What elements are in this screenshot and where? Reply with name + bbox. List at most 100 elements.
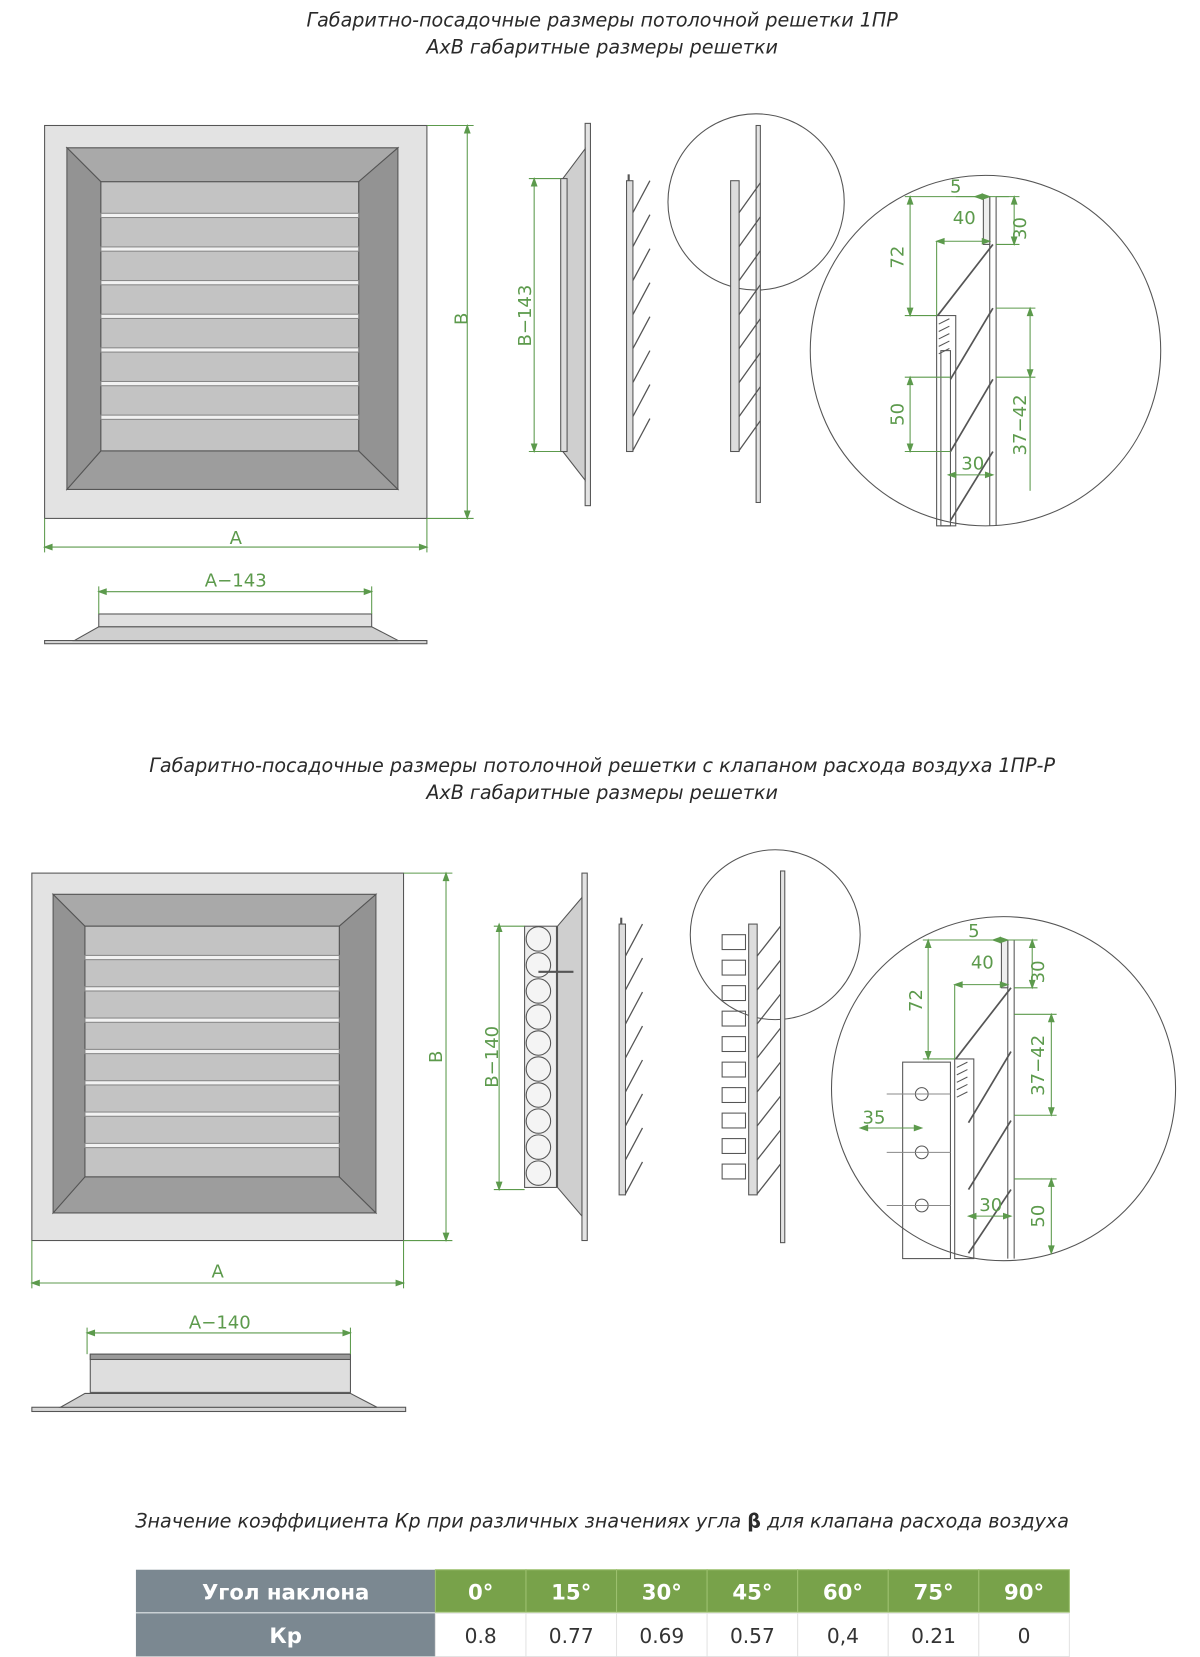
louver-blade <box>624 1093 644 1127</box>
table-header-kp-cell <box>135 1613 436 1657</box>
damper-blade-circle <box>525 978 552 1004</box>
detail-dim-50: 50 <box>888 403 909 426</box>
dimension-arrow <box>530 177 538 187</box>
table-angle-value: 15° <box>551 1580 591 1605</box>
louver-slat-edge <box>100 212 360 219</box>
louver-slat-edge <box>84 954 340 961</box>
side-view-flange <box>584 122 591 507</box>
damper-blade-circle <box>525 926 552 952</box>
detail2-spring-coil <box>956 1061 968 1068</box>
dim-label-b-minus: B−143 <box>515 285 536 347</box>
table-angle-value: 30° <box>642 1580 682 1605</box>
detail-circle <box>809 174 1162 527</box>
detail2-small-bar <box>748 923 758 1196</box>
detail2-damper-blade <box>721 1010 747 1027</box>
louver-blade <box>738 318 761 349</box>
dimension-arrow <box>463 123 471 134</box>
detail-circle <box>689 849 861 1021</box>
detail2-dim-72: 72 <box>906 989 927 1012</box>
detail-louver-blade <box>949 451 994 521</box>
side-view-box <box>560 178 568 453</box>
dimension-arrow <box>1026 306 1034 317</box>
dimension-arrow <box>30 1279 40 1287</box>
detail2-dim-40: 40 <box>971 953 994 974</box>
louver-blade <box>756 1163 782 1195</box>
section1-title: Габаритно-посадочные размеры потолочной … <box>306 9 898 32</box>
dimension-arrow <box>1047 1107 1055 1117</box>
bottom-view-bevel <box>72 626 399 642</box>
louver-blade <box>632 214 651 247</box>
dim-label-a-2: A <box>212 1262 225 1283</box>
detail2-dim-50: 50 <box>1028 1205 1049 1228</box>
detail2-spring-coil <box>956 1083 968 1091</box>
grille-bevel-right <box>338 893 377 1215</box>
louver-profile-bar <box>618 923 627 1196</box>
louver-blade <box>632 282 651 315</box>
dimension-arrow <box>984 471 995 479</box>
detail2-damper-blade <box>721 1138 747 1154</box>
table-angle-value: 75° <box>913 1580 953 1605</box>
dimension-arrow <box>924 1050 932 1061</box>
louver-blade <box>632 248 651 281</box>
table-header-angle-cell <box>135 1569 436 1613</box>
detail2-dim-37-42: 37−42 <box>1028 1035 1049 1096</box>
detail-spring-coil <box>938 340 950 347</box>
detail-dim-72: 72 <box>888 246 909 269</box>
detail2-top-flange <box>1000 939 1009 989</box>
dimension-arrow <box>953 981 963 989</box>
louver-blade <box>632 418 651 451</box>
table-angle-cell <box>525 1569 618 1613</box>
table-kp-value: 0.77 <box>549 1624 594 1648</box>
detail2-box-column <box>954 1058 975 1260</box>
detail2-damper-blade <box>721 934 747 951</box>
damper-blade-circle <box>525 1160 552 1186</box>
damper-blade-circle <box>525 1134 552 1160</box>
table-label-angle: Угол наклона <box>202 1580 369 1605</box>
grille-bevel-left <box>52 893 86 1215</box>
grille-bevel-bottom <box>65 450 400 490</box>
dimension-arrow <box>342 1329 353 1337</box>
grille-bevel-top <box>65 147 400 183</box>
grille-bevel-left <box>66 146 102 491</box>
louver-blade <box>756 1027 782 1059</box>
louver-blade <box>738 216 761 247</box>
louver-blade <box>756 1061 782 1093</box>
dimension-arrow <box>999 981 1010 989</box>
detail2-damper-blade <box>721 1061 747 1078</box>
detail2-louver-blade <box>967 1051 1012 1124</box>
table-kp-cell <box>706 1612 799 1657</box>
louver-blade <box>756 1129 782 1161</box>
louver-blade <box>624 1025 644 1059</box>
dimension-arrow <box>906 375 914 386</box>
detail-spring-coil <box>938 333 950 340</box>
detail-dim-5: 5 <box>950 176 961 197</box>
dimension-arrow <box>981 237 992 245</box>
damper-blade-circle <box>525 1030 552 1056</box>
dimension-arrow <box>463 510 471 520</box>
table-angle-cell <box>434 1569 527 1613</box>
louver-blade <box>624 991 644 1025</box>
dimension-arrow <box>1028 938 1036 948</box>
louver-slat-edge <box>84 1111 340 1117</box>
detail-spring-coil <box>938 318 950 325</box>
louver-slat-edge <box>84 1017 340 1023</box>
section2-subtitle: AxB габаритные размеры решетки <box>424 781 778 804</box>
detail2-louver-blade <box>967 1189 1012 1254</box>
detail2-damper-blade <box>721 1036 747 1053</box>
detail-small-bar <box>730 180 740 453</box>
dim-label-b-2: B <box>426 1051 447 1063</box>
dimension-arrow <box>1047 1177 1055 1187</box>
damper-blade-circle <box>525 952 552 978</box>
table-kp-cell <box>887 1612 980 1657</box>
louver-slat-edge <box>84 1048 340 1055</box>
detail2-small-flange <box>780 870 786 1244</box>
detail2-damper-blade <box>721 985 747 1002</box>
dimension-arrow <box>906 195 914 205</box>
detail-small-flange <box>755 124 761 504</box>
dim-label-a-minus: A−143 <box>205 570 267 591</box>
louver-blade <box>738 420 761 451</box>
table-kp-cell <box>434 1612 527 1657</box>
grille-bevel-right <box>358 146 399 491</box>
bottom-view-box <box>98 613 373 628</box>
dimension-arrow <box>418 543 429 551</box>
